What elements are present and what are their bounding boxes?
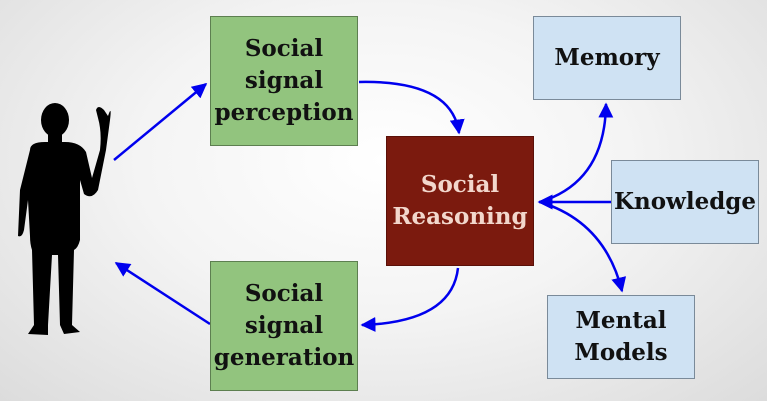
memory-label: Memory [554,44,660,71]
perception-line-1: Social [244,35,324,62]
mental-line-1: Mental [575,307,667,334]
generation-line-3: generation [213,344,355,371]
mental-models-box: Mental Models [547,295,695,379]
arrow-perception-to-reasoning [358,80,465,135]
perception-line-2: signal [244,67,324,94]
person-waving-silhouette-icon [18,103,111,335]
reasoning-line-1: Social [420,171,500,198]
perception-line-3: perception [214,99,354,126]
social-signal-perception-box: Social signal perception [210,16,358,146]
memory-box: Memory [533,16,681,100]
generation-line-1: Social [244,280,324,307]
arrow-generation-to-person [114,261,211,326]
knowledge-label: Knowledge [613,188,757,215]
arrow-memory-branch [539,102,614,204]
arrow-reasoning-to-generation [360,267,460,333]
mental-line-2: Models [574,339,668,366]
generation-line-2: signal [244,312,324,339]
arrow-mental-branch [539,200,627,293]
arrow-person-to-perception [113,83,208,161]
knowledge-box: Knowledge [611,160,759,244]
social-signal-generation-box: Social signal generation [210,261,358,391]
social-reasoning-box: Social Reasoning [386,136,534,266]
reasoning-line-2: Reasoning [392,203,528,230]
